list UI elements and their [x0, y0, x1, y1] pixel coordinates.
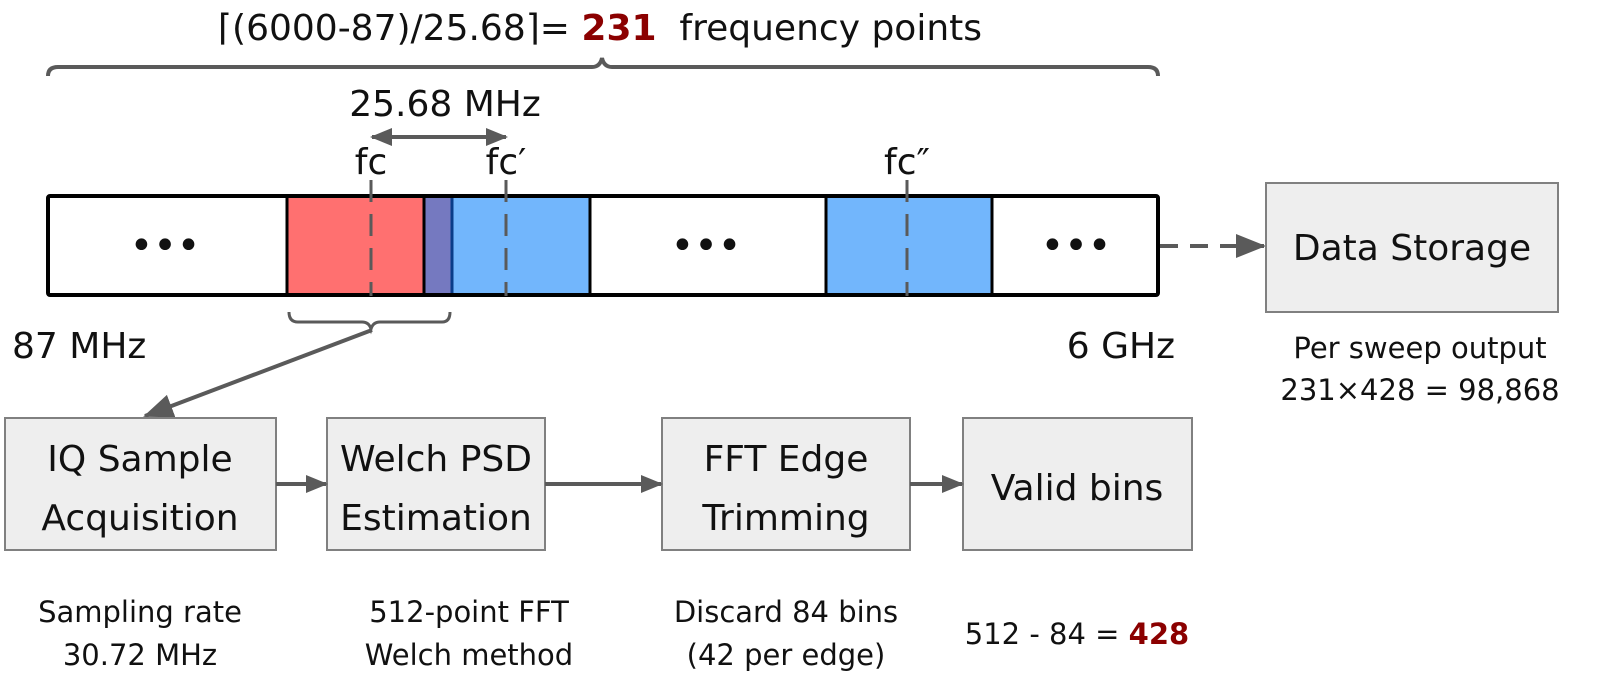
band-segment-start: [48, 196, 287, 295]
band-end-label: 6 GHz: [1067, 326, 1175, 367]
top-brace: [46, 57, 1160, 77]
band-segment-blue-2: [826, 196, 992, 295]
frequency-band: [46, 194, 1160, 297]
band-start-label: 87 MHz: [12, 326, 146, 367]
segment-brace: [287, 311, 452, 335]
step-title-line2: Estimation: [340, 498, 532, 539]
formula-text: ⌈(6000-87)/25.68⌉= 231 frequency points: [218, 8, 982, 49]
fc-label: fc: [355, 142, 387, 183]
step-title-line2: Trimming: [701, 498, 869, 539]
step-title-line2: Acquisition: [41, 498, 238, 539]
pipeline-step-iq-acquisition: IQ Sample Acquisition: [4, 417, 277, 551]
fc-double-prime-label: fc″: [884, 142, 930, 183]
ellipsis-middle: •••: [671, 223, 742, 269]
step-title-line1: IQ Sample: [47, 439, 232, 480]
valid-bins-value: 428: [1129, 617, 1190, 651]
spacing-label: 25.68 MHz: [349, 84, 541, 125]
storage-caption-line2: 231×428 = 98,868: [1280, 373, 1559, 407]
band-segment-middle: [590, 196, 826, 295]
step-caption-line2: 30.72 MHz: [63, 638, 217, 672]
frequency-points-value: 231: [581, 8, 656, 49]
pipeline-step-welch-psd: Welch PSD Estimation: [326, 417, 546, 551]
step-caption-line1: Sampling rate: [38, 595, 242, 629]
data-storage-title: Data Storage: [1293, 228, 1531, 269]
data-storage-box: Data Storage: [1265, 182, 1559, 313]
band-segment-end: [992, 196, 1158, 295]
step-title-line1: Valid bins: [991, 468, 1164, 509]
step-caption-line1: Discard 84 bins: [674, 595, 898, 629]
step-caption-line2: Welch method: [365, 638, 573, 672]
valid-bins-caption: 512 - 84 = 428: [965, 617, 1189, 651]
pipeline-step-fft-edge-trimming: FFT Edge Trimming: [661, 417, 911, 551]
ellipsis-end: •••: [1041, 223, 1112, 269]
pipeline-step-valid-bins: Valid bins: [962, 417, 1193, 551]
step-title-line1: FFT Edge: [704, 439, 869, 480]
band-segment-overlap: [424, 196, 452, 295]
step-title-line1: Welch PSD: [340, 439, 532, 480]
ellipsis-start: •••: [130, 223, 201, 269]
band-segment-blue-1: [452, 196, 590, 295]
fc-prime-label: fc′: [486, 142, 527, 183]
step-caption-line1: 512-point FFT: [369, 595, 569, 629]
band-segment-red: [287, 196, 424, 295]
segment-to-pipeline-arrow: [143, 328, 373, 418]
storage-caption-line1: Per sweep output: [1293, 331, 1546, 365]
step-caption-line2: (42 per edge): [687, 638, 886, 672]
